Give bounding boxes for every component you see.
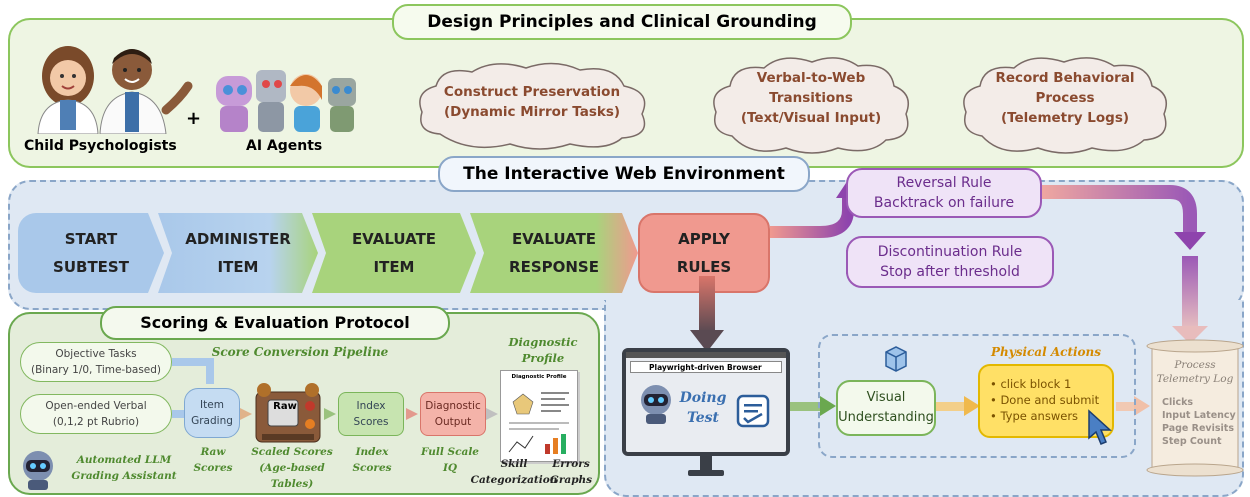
raw-scores-label: Raw Scores bbox=[193, 446, 233, 474]
telemetry-scroll bbox=[1146, 339, 1244, 477]
ai-agents-label: AI Agents bbox=[246, 138, 323, 154]
open-ended-box: Open-ended Verbal (0,1,2 pt Rubrio) bbox=[20, 394, 172, 434]
design-principles-title: Design Principles and Clinical Grounding bbox=[392, 4, 852, 40]
skill-categorization-label: Skill Categorization bbox=[470, 458, 558, 486]
cursor-icon bbox=[1088, 409, 1112, 445]
report-heading: Diagnostic Profile bbox=[511, 374, 567, 380]
monitor-stand bbox=[688, 456, 724, 476]
cloud-construct-text: Construct Preservation (Dynamic Mirror T… bbox=[443, 84, 621, 120]
action-item: • click block 1 bbox=[990, 377, 1072, 391]
plus-sign: + bbox=[186, 108, 202, 129]
telemetry-item: Step Count bbox=[1162, 436, 1222, 447]
action-item: • Done and submit bbox=[990, 393, 1100, 407]
index-scores-label: Index Scores bbox=[352, 446, 392, 474]
visual-understanding-box: Visual Understanding bbox=[836, 380, 936, 436]
cloud-verbal-to-web bbox=[713, 57, 909, 154]
cube-icon bbox=[885, 346, 907, 372]
llm-robot-icon bbox=[23, 451, 53, 490]
physical-actions-title: Physical Actions bbox=[990, 345, 1102, 359]
telemetry-item: Page Revisits bbox=[1162, 423, 1234, 434]
cloud-record-behavioral bbox=[963, 57, 1167, 154]
scaled-scores-label: Scaled Scores (Age-based Tables) bbox=[251, 446, 333, 490]
web-environment-title: The Interactive Web Environment bbox=[438, 156, 810, 192]
action-item: • Type answers bbox=[990, 409, 1079, 423]
cloud-construct-preservation bbox=[419, 62, 646, 150]
errors-graphs-label: Errors Graphs bbox=[549, 458, 593, 486]
full-scale-iq-label: Full Scale IQ bbox=[421, 446, 479, 474]
checklist-icon bbox=[736, 394, 770, 428]
scoring-title: Scoring & Evaluation Protocol bbox=[100, 306, 450, 340]
diagnostic-report-sheet: Diagnostic Profile bbox=[500, 370, 578, 462]
telemetry-item: Input Latency bbox=[1162, 410, 1236, 421]
reversal-rule-box: Reversal Rule Backtrack on failure bbox=[846, 168, 1042, 218]
score-machine-illustration bbox=[255, 383, 321, 443]
agent-loop-group bbox=[818, 334, 1136, 458]
llm-grading-label: Automated LLM Grading Assistant bbox=[71, 454, 177, 482]
psychologists-illustration bbox=[37, 46, 193, 134]
cloud-verbal-text: Verbal-to-Web Transitions (Text/Visual I… bbox=[740, 70, 882, 126]
discontinuation-rule-box: Discontinuation Rule Stop after threshol… bbox=[846, 236, 1054, 288]
browser-address-bar: Playwright-driven Browser bbox=[630, 361, 782, 373]
diagnostic-profile-title: Diagnostic Profile bbox=[508, 335, 578, 365]
cloud-record-text: Record Behavioral Process (Telemetry Log… bbox=[995, 70, 1135, 126]
raw-badge: Raw bbox=[273, 401, 297, 412]
doing-test-label: Doing Test bbox=[679, 390, 727, 426]
psychologists-label: Child Psychologists bbox=[24, 138, 177, 154]
report-charts-icon bbox=[508, 392, 569, 454]
robot-icon bbox=[641, 385, 671, 424]
objective-tasks-box: Objective Tasks (Binary 1/0, Time-based) bbox=[20, 342, 172, 382]
index-scores-box: Index Scores bbox=[338, 392, 404, 436]
monitor-bar bbox=[626, 352, 786, 358]
item-grading-box: Item Grading bbox=[184, 388, 240, 438]
diagnostic-output-box: Diagnostic Output bbox=[420, 392, 486, 436]
telemetry-item: Clicks bbox=[1162, 397, 1194, 408]
ai-agents-illustration bbox=[216, 70, 356, 132]
telemetry-title: Process Telemetry Log bbox=[1156, 359, 1234, 385]
telemetry-list: Clicks Input Latency Page Revisits Step … bbox=[1162, 396, 1244, 448]
pipeline-title: Score Conversion Pipeline bbox=[211, 345, 389, 359]
